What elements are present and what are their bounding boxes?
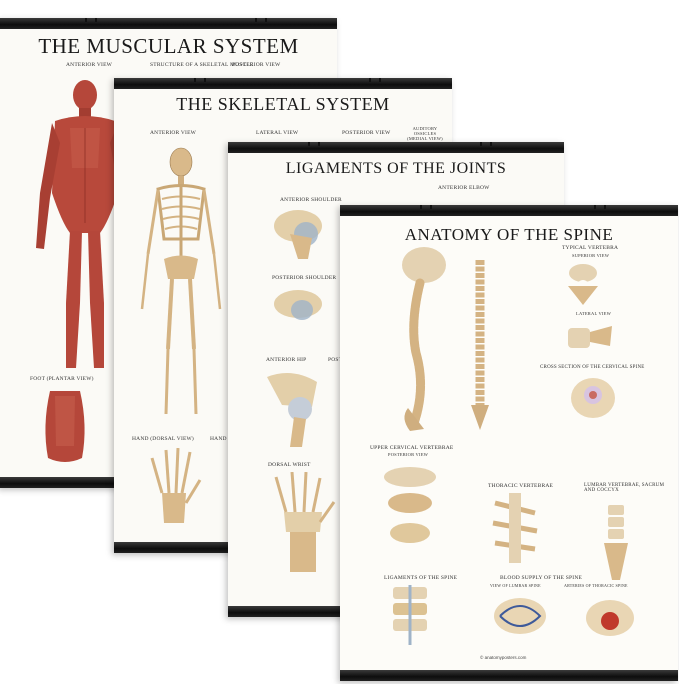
hanger-hook	[594, 205, 606, 209]
section-label: ANTERIOR ELBOW	[438, 185, 490, 191]
section-label: VIEW OF LUMBAR SPINE	[490, 583, 541, 588]
section-label: ANTERIOR SHOULDER	[280, 197, 342, 203]
hanger-hook	[85, 18, 97, 22]
vertebra-illustration	[568, 264, 598, 305]
view-label: STRUCTURE OF A SKELETAL MUSCLE	[150, 62, 254, 68]
cervical-cross-section-illustration	[571, 378, 615, 418]
hand-label: HAND	[210, 436, 227, 442]
thoracic-vertebrae-illustration	[492, 493, 538, 563]
section-label: LIGAMENTS OF THE SPINE	[384, 575, 458, 581]
poster-top-rail	[340, 205, 678, 216]
section-label: SUPERIOR VIEW	[572, 253, 610, 258]
wrist-hand-illustration	[274, 472, 336, 572]
section-label: BLOOD SUPPLY OF THE SPINE	[500, 575, 583, 581]
hanger-hook	[308, 142, 320, 146]
section-label: THORACIC VERTEBRAE	[488, 483, 554, 489]
foot-illustration	[45, 391, 85, 462]
hanger-hook	[420, 205, 432, 209]
section-label: LATERAL VIEW	[576, 311, 612, 316]
hand-label: HAND (DORSAL VIEW)	[132, 436, 194, 442]
hip-joint-illustration	[267, 373, 317, 447]
view-label: LATERAL VIEW	[256, 130, 299, 136]
hanger-hook	[194, 78, 206, 82]
poster-title: THE SKELETAL SYSTEM	[176, 94, 390, 114]
vertebra-lateral-illustration	[568, 326, 612, 348]
spine-lateral-illustration	[402, 247, 446, 431]
section-label: CROSS SECTION OF THE CERVICAL SPINE	[540, 365, 645, 370]
poster-spine: ANATOMY OF THE SPINE TYPICAL VERTEBRA SU…	[340, 205, 678, 681]
hand-bones-illustration	[150, 448, 202, 523]
section-label: ARTERIES OF THORACIC SPINE	[564, 583, 628, 588]
view-label: AUDITORY OSSICLES (MEDIAL VIEW)	[407, 126, 443, 141]
view-label: ANTERIOR VIEW	[150, 130, 197, 136]
poster-title: LIGAMENTS OF THE JOINTS	[285, 160, 507, 177]
poster-top-rail	[228, 142, 564, 153]
hanger-hook	[480, 142, 492, 146]
view-label: POSTERIOR VIEW	[342, 130, 391, 136]
skeleton-illustration	[140, 147, 222, 415]
section-label: DORSAL WRIST	[268, 462, 311, 468]
shoulder-joint-illustration	[274, 290, 322, 320]
shoulder-joint-illustration	[274, 210, 322, 259]
foot-label: FOOT (PLANTAR VIEW)	[30, 376, 94, 382]
spine-ligaments-illustration	[393, 585, 427, 645]
upper-cervical-illustration	[384, 467, 436, 543]
section-label: TYPICAL VERTEBRA	[562, 245, 619, 251]
view-label: ANTERIOR VIEW	[66, 62, 113, 68]
section-label: LUMBAR VERTEBRAE, SACRUM AND COCCYX	[584, 483, 665, 493]
section-label: POSTERIOR SHOULDER	[272, 275, 337, 281]
poster-top-rail	[0, 18, 337, 29]
section-label: UPPER CERVICAL VERTEBRAE	[370, 445, 454, 451]
muscle-figure-illustration	[36, 80, 134, 368]
copyright-credit: © anatomyposters.com	[480, 655, 527, 660]
poster-title: ANATOMY OF THE SPINE	[404, 225, 614, 244]
poster-top-rail	[114, 78, 452, 89]
spine-posterior-illustration	[471, 260, 489, 430]
lumbar-sacrum-illustration	[604, 505, 628, 580]
blood-supply-illustration	[494, 598, 546, 634]
poster-bottom-rail	[340, 670, 678, 681]
view-label: POSTERIOR VIEW	[232, 62, 281, 68]
hanger-hook	[369, 78, 381, 82]
section-label: POST	[328, 357, 343, 363]
poster-title: THE MUSCULAR SYSTEM	[38, 34, 299, 58]
section-label: POSTERIOR VIEW	[388, 452, 429, 457]
hanger-hook	[255, 18, 267, 22]
section-label: ANTERIOR HIP	[266, 357, 307, 363]
thoracic-arteries-illustration	[586, 600, 634, 636]
